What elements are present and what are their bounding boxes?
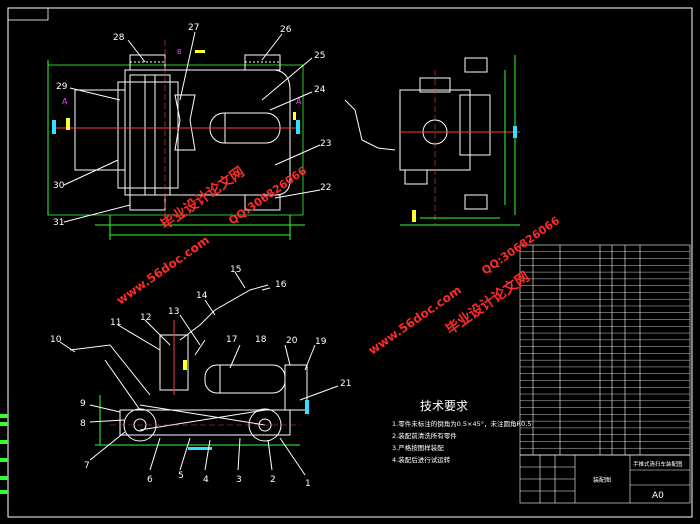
part-label-2: 2	[270, 475, 276, 485]
part-label-3: 3	[236, 475, 242, 485]
part-label-9: 9	[80, 399, 86, 409]
part-label-28: 28	[113, 33, 125, 43]
part-label-13: 13	[168, 307, 179, 317]
title-block-product-name: 手推式清扫车装配图	[633, 460, 683, 468]
side-view	[344, 55, 520, 226]
part-label-6: 6	[147, 475, 153, 485]
part-label-1: 1	[305, 479, 311, 489]
part-label-21: 21	[340, 379, 351, 389]
watermark-group-6: 毕业设计论文网	[443, 268, 533, 338]
part-label-7: 7	[84, 461, 90, 471]
parts-list-rows	[520, 251, 690, 449]
part-label-15: 15	[230, 265, 241, 275]
part-label-19: 19	[315, 337, 327, 347]
part-label-17: 17	[226, 335, 237, 345]
part-label-4: 4	[203, 475, 209, 485]
tech-requirements-title: 技术要求	[420, 399, 468, 413]
tech-requirement-2: 2.装配前清洗所有零件	[392, 431, 457, 440]
tech-requirement-4: 4.装配后进行试运转	[392, 455, 451, 464]
part-label-12: 12	[140, 313, 151, 323]
watermark-brand-2: 毕业设计论文网	[443, 268, 533, 338]
part-label-20: 20	[286, 336, 298, 346]
part-label-14: 14	[196, 291, 208, 301]
watermark-group-5: QQ:306826066	[479, 214, 562, 278]
part-label-24: 24	[314, 85, 326, 95]
section-mark-a-right: A	[296, 97, 302, 106]
watermark-qq-2: QQ:306826066	[479, 214, 562, 278]
part-label-11: 11	[110, 318, 121, 328]
part-label-10: 10	[50, 335, 62, 345]
part-label-5: 5	[178, 471, 184, 481]
drawing-border	[7, 7, 693, 518]
part-label-29: 29	[56, 82, 68, 92]
title-block	[519, 454, 691, 504]
part-label-8: 8	[80, 419, 86, 429]
part-label-23: 23	[320, 139, 331, 149]
top-view	[47, 31, 321, 240]
part-label-31: 31	[53, 218, 64, 228]
part-label-30: 30	[53, 181, 65, 191]
parts-list-table	[519, 244, 691, 456]
part-label-18: 18	[255, 335, 267, 345]
part-label-22: 22	[320, 183, 331, 193]
part-label-26: 26	[280, 25, 292, 35]
front-view	[59, 271, 339, 476]
section-mark-b: B	[177, 48, 182, 56]
left-edge-marks	[0, 414, 8, 494]
tech-requirement-1: 1.零件未标注的倒角为0.5×45°，未注圆角R0.5	[392, 419, 531, 428]
part-label-25: 25	[314, 51, 325, 61]
part-label-27: 27	[188, 23, 199, 33]
title-block-drawing-name: 装配图	[593, 476, 611, 484]
tech-requirement-3: 3.严格按图样装配	[392, 443, 444, 452]
top-left-tab	[7, 7, 49, 21]
title-block-sheet-size: A0	[652, 491, 664, 501]
section-mark-a-left: A	[62, 97, 68, 106]
part-label-16: 16	[275, 280, 287, 290]
